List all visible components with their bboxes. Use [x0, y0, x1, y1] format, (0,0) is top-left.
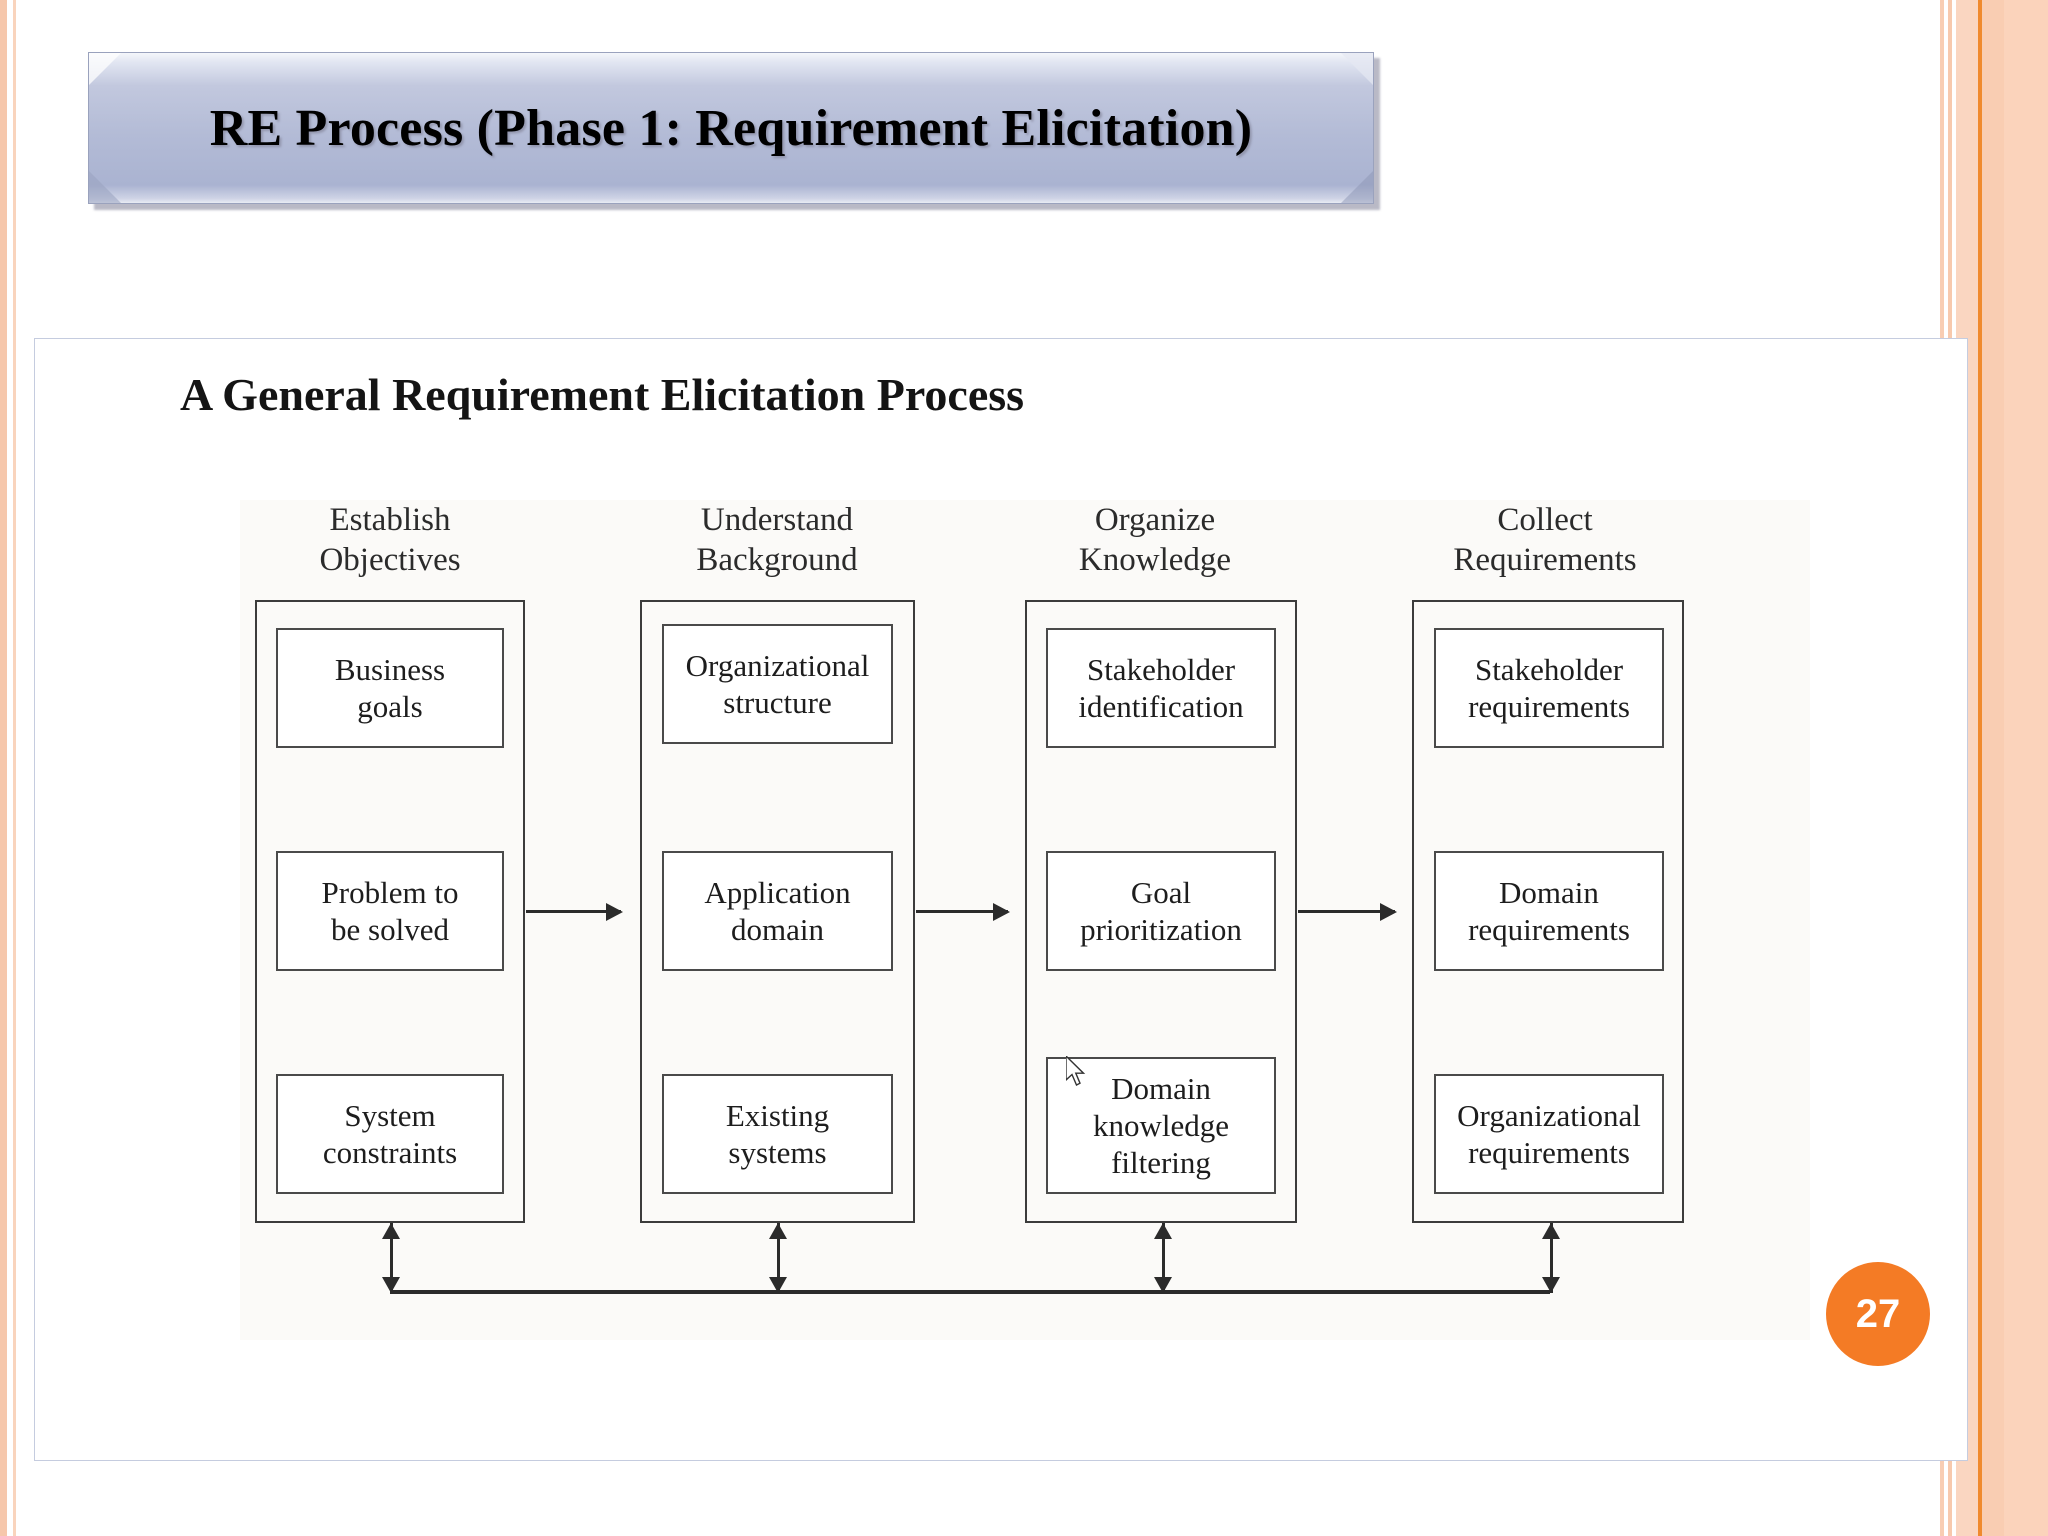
node-line2: requirements: [1468, 912, 1630, 947]
node-line3: filtering: [1111, 1145, 1211, 1181]
node-line2: be solved: [331, 912, 449, 947]
column-header-line2: Requirements: [1453, 542, 1637, 579]
column-header-line2: Background: [696, 542, 858, 579]
feedback-baseline: [390, 1290, 1550, 1294]
column-header-understand-background: Understand Background: [622, 500, 932, 581]
node-existing-systems[interactable]: Existing systems: [662, 1074, 893, 1194]
node-domain-knowledge-filtering[interactable]: Domain knowledge filtering: [1046, 1057, 1276, 1194]
right-border-stripe-mid: [1982, 0, 2004, 1536]
banner-bevel-top-left: [89, 53, 121, 85]
column-header-line2: Objectives: [319, 542, 461, 579]
node-line1: Domain: [1111, 1070, 1211, 1106]
node-line1: Stakeholder: [1086, 651, 1236, 687]
node-line2: systems: [728, 1135, 827, 1170]
column-container-organize-knowledge: [1025, 600, 1297, 1223]
left-border-stripe-4: [16, 0, 30, 1536]
slide-title: RE Process (Phase 1: Requirement Elicita…: [209, 99, 1253, 157]
left-border-stripe-1: [0, 0, 7, 1536]
node-line1: Business: [334, 651, 446, 687]
node-line1: Stakeholder: [1474, 651, 1624, 687]
title-banner: RE Process (Phase 1: Requirement Elicita…: [88, 52, 1380, 210]
node-line2: requirements: [1468, 689, 1630, 724]
node-line1: Organizational: [1457, 1097, 1641, 1133]
node-line1: Domain: [1499, 874, 1599, 910]
node-line2: goals: [357, 689, 423, 724]
node-line2: prioritization: [1080, 912, 1242, 947]
banner-body: [88, 52, 1374, 204]
node-goal-prioritization[interactable]: Goal prioritization: [1046, 851, 1276, 971]
column-header-organize-knowledge: Organize Knowledge: [1005, 500, 1305, 581]
node-line2: structure: [723, 685, 832, 720]
node-line2: domain: [730, 912, 824, 947]
arrow-right-icon-3: [1298, 903, 1397, 921]
node-stakeholder-identification[interactable]: Stakeholder identification: [1046, 628, 1276, 748]
column-container-collect-requirements: [1412, 600, 1684, 1223]
column-container-understand-background: [640, 600, 915, 1223]
node-organizational-structure[interactable]: Organizational structure: [662, 624, 893, 744]
double-arrow-vertical-icon-3: [1154, 1223, 1172, 1293]
column-header-line1: Establish: [329, 502, 451, 538]
arrow-right-icon-2: [916, 903, 1010, 921]
column-header-line1: Collect: [1497, 502, 1593, 538]
elicitation-process-diagram: Establish Objectives Business goals Prob…: [240, 500, 1810, 1340]
column-container-establish-objectives: [255, 600, 525, 1223]
node-system-constraints[interactable]: System constraints: [276, 1074, 504, 1194]
node-line2: requirements: [1468, 1135, 1630, 1170]
column-header-line1: Organize: [1094, 502, 1216, 538]
node-line1: Problem to: [321, 874, 459, 910]
node-domain-requirements[interactable]: Domain requirements: [1434, 851, 1664, 971]
node-line2: identification: [1078, 689, 1244, 724]
left-border-stripe-2: [7, 0, 13, 1536]
page-number-badge: 27: [1826, 1262, 1930, 1366]
node-line1: Organizational: [685, 647, 870, 683]
mouse-cursor-icon: [1066, 1056, 1086, 1086]
arrow-right-icon-1: [526, 903, 623, 921]
double-arrow-vertical-icon-2: [769, 1223, 787, 1293]
right-border-accent-line: [1978, 0, 1982, 1536]
node-line1: Existing: [725, 1097, 830, 1133]
node-line2: knowledge: [1092, 1107, 1230, 1143]
column-header-collect-requirements: Collect Requirements: [1375, 500, 1715, 581]
section-heading: A General Requirement Elicitation Proces…: [180, 369, 1025, 420]
node-organizational-requirements[interactable]: Organizational requirements: [1434, 1074, 1664, 1194]
column-header-establish-objectives: Establish Objectives: [240, 500, 540, 581]
node-application-domain[interactable]: Application domain: [662, 851, 893, 971]
double-arrow-vertical-icon-4: [1542, 1223, 1560, 1293]
double-arrow-vertical-icon-1: [382, 1223, 400, 1293]
node-line1: System: [344, 1097, 436, 1133]
node-line1: Goal: [1130, 874, 1192, 910]
banner-bevel-bottom-left: [89, 171, 121, 203]
banner-bevel-bottom-right: [1341, 171, 1373, 203]
column-header-line1: Understand: [700, 502, 854, 538]
column-header-line2: Knowledge: [1078, 542, 1232, 579]
node-line1: Application: [704, 874, 851, 910]
node-business-goals[interactable]: Business goals: [276, 628, 504, 748]
node-stakeholder-requirements[interactable]: Stakeholder requirements: [1434, 628, 1664, 748]
node-problem-to-be-solved[interactable]: Problem to be solved: [276, 851, 504, 971]
node-line2: constraints: [322, 1135, 458, 1170]
left-border-stripe-3: [13, 0, 16, 1536]
banner-bevel-top-right: [1341, 53, 1373, 85]
